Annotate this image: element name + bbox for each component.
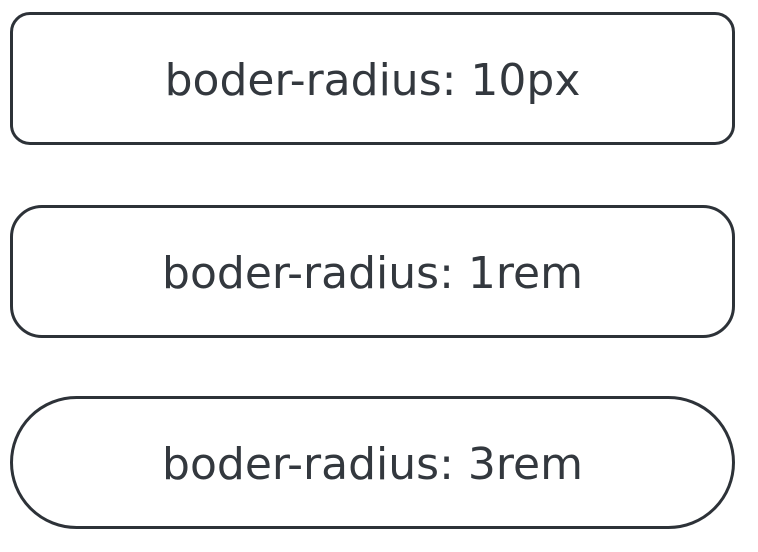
radius-box-3rem-label: boder-radius: 3rem	[162, 439, 583, 491]
radius-box-1rem: boder-radius: 1rem	[10, 205, 735, 338]
radius-box-10px: boder-radius: 10px	[10, 12, 735, 145]
radius-box-3rem: boder-radius: 3rem	[10, 396, 735, 529]
radius-box-1rem-label: boder-radius: 1rem	[162, 248, 583, 300]
radius-box-10px-label: boder-radius: 10px	[164, 55, 581, 107]
